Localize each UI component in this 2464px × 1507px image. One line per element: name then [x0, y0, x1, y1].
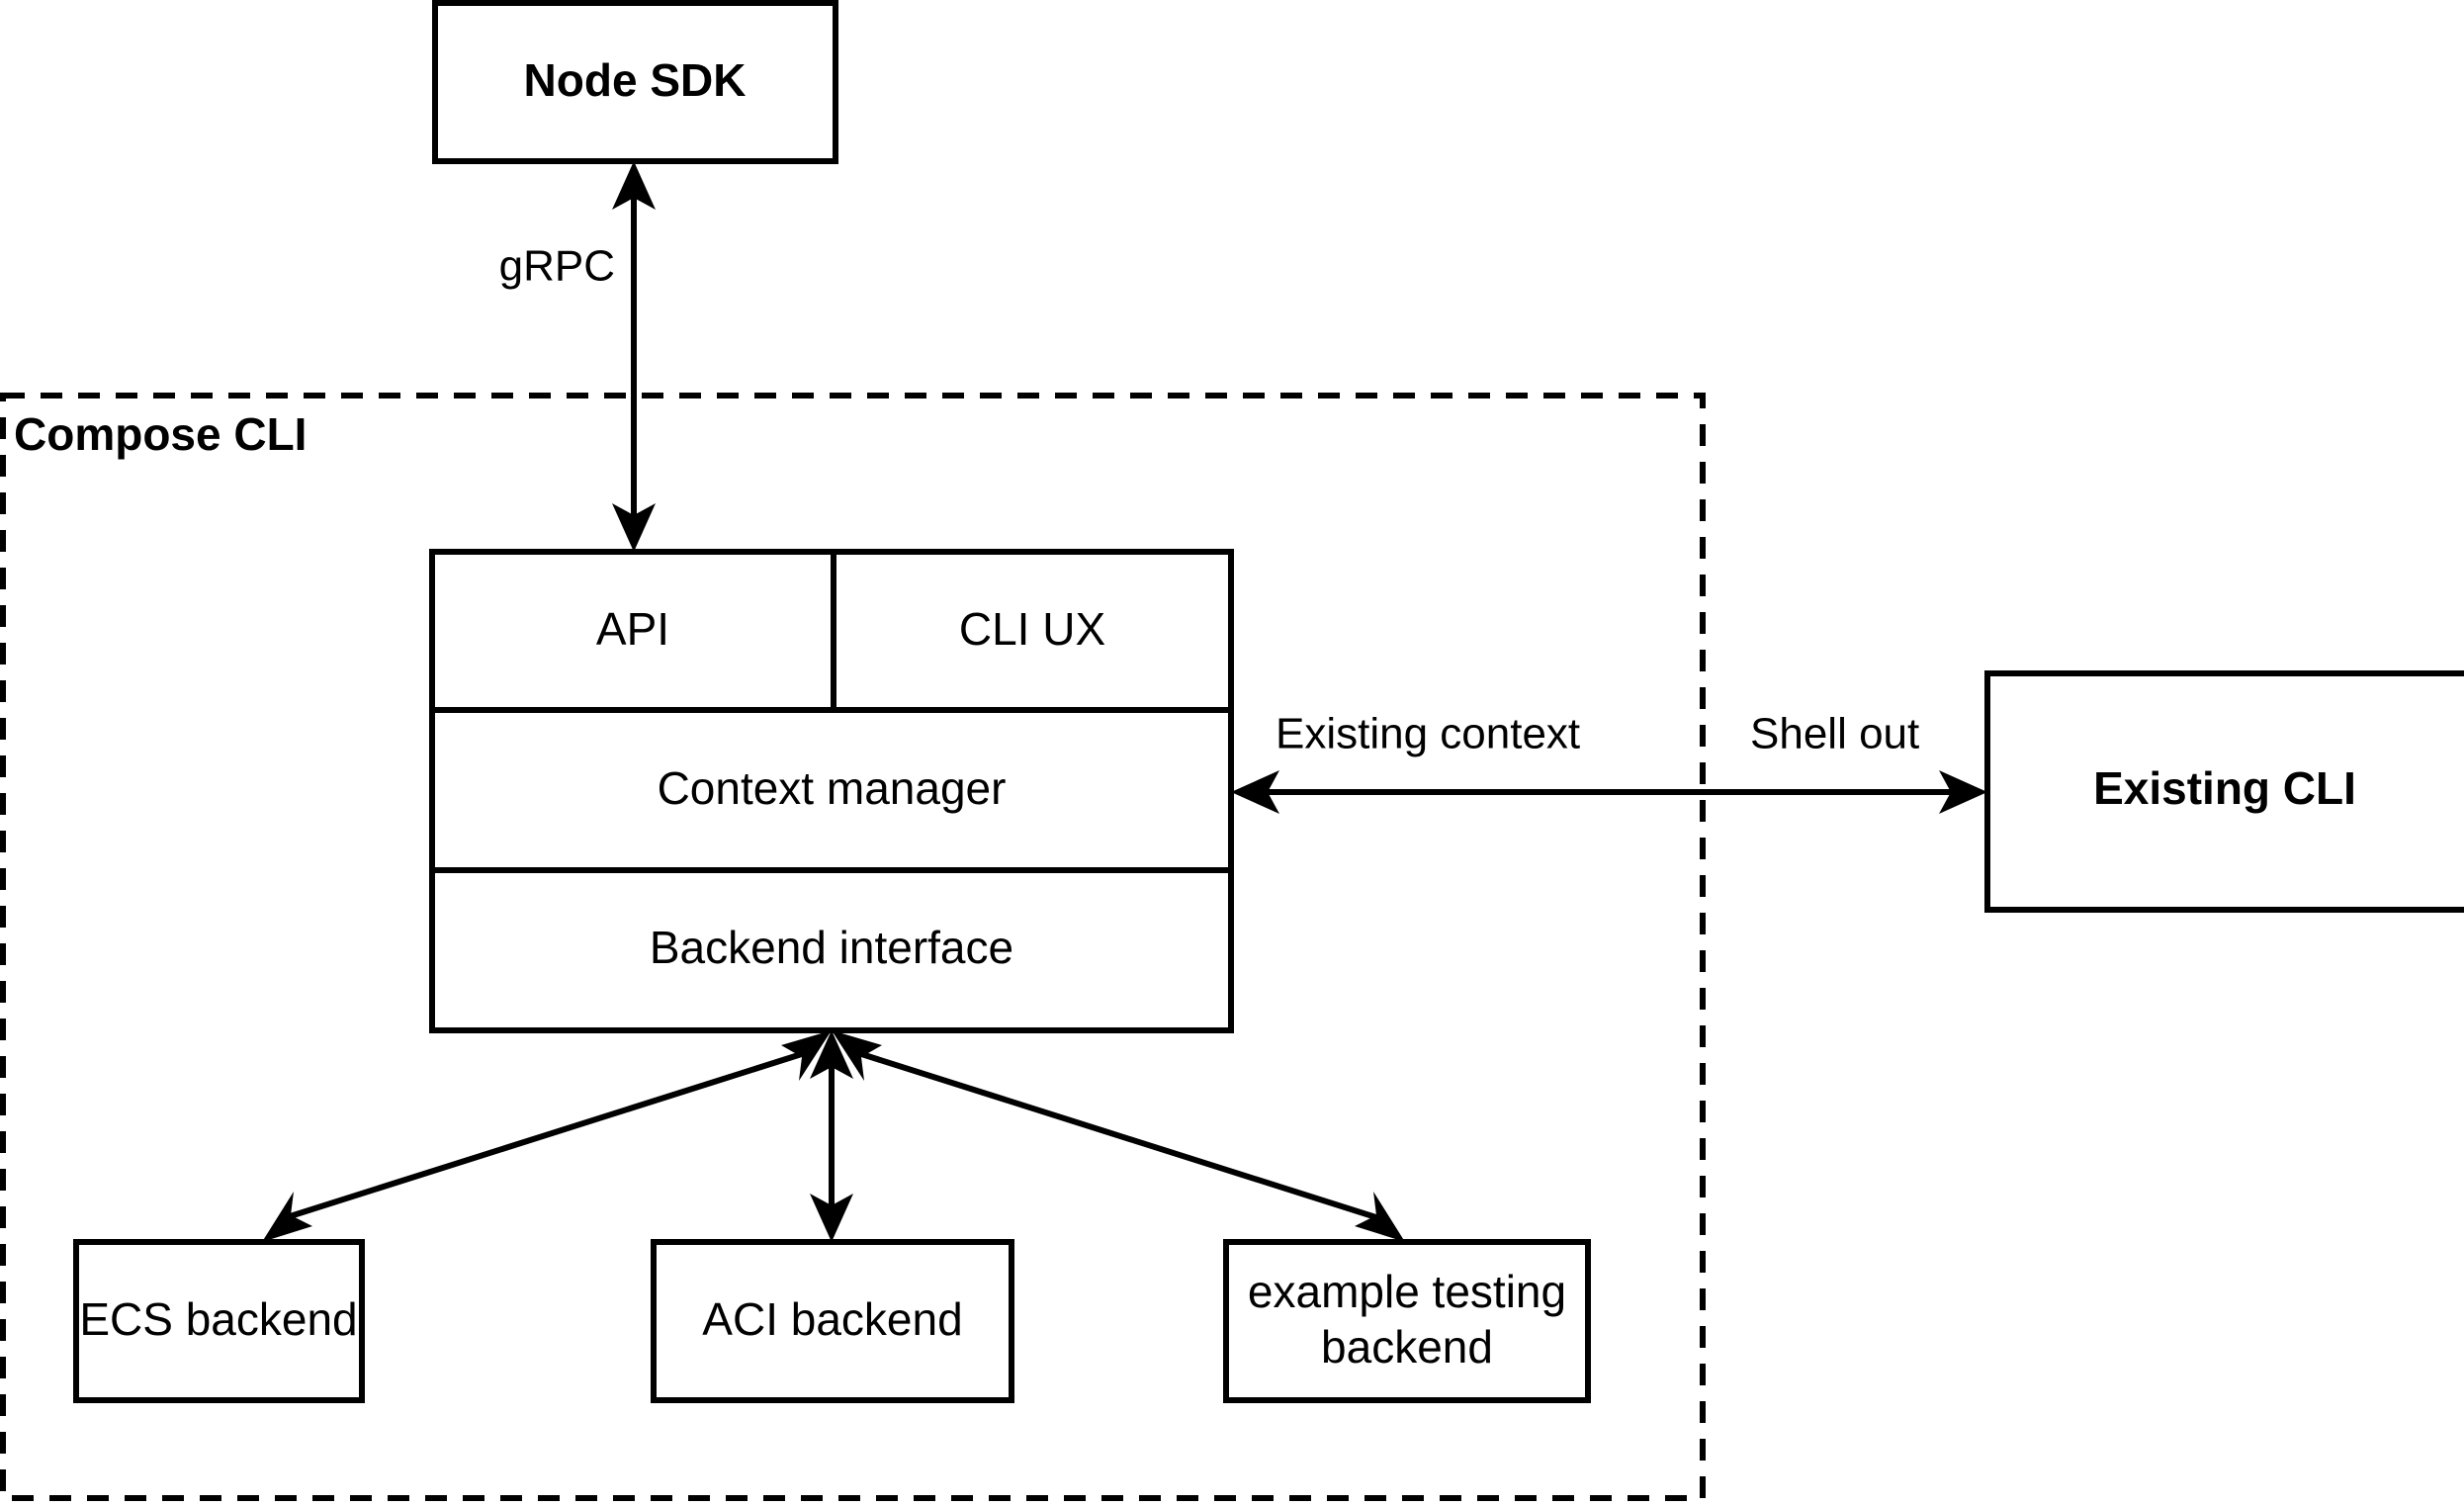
- aci-arrowhead-at-aci-box: [810, 1194, 853, 1242]
- grpc-arrowhead-down: [612, 503, 656, 552]
- existing-context-edge-label: Existing context: [1276, 710, 1580, 758]
- aci-arrowhead-at-backend-interface: [810, 1030, 853, 1079]
- shell-out-edge-label: Shell out: [1750, 710, 1919, 758]
- ecs-backend-box[interactable]: [73, 1239, 365, 1403]
- example-arrowhead-at-backend-interface: [832, 1030, 882, 1081]
- context-manager-label: Context manager: [658, 762, 1007, 814]
- shell-out-arrowhead-right: [1939, 770, 1987, 814]
- ecs-arrowhead-at-ecs-box: [262, 1192, 312, 1242]
- grpc-arrowhead-up: [612, 161, 656, 210]
- backend-to-ecs-edge-line: [283, 1049, 809, 1221]
- existing-cli-box[interactable]: [1984, 670, 2464, 913]
- aci-backend-label: ACI backend: [702, 1293, 962, 1345]
- grpc-edge-label: gRPC: [499, 242, 615, 291]
- compose-cli-group-boundary: [0, 393, 1706, 1501]
- existing-cli-label: Existing CLI: [2093, 762, 2356, 814]
- node-sdk-label: Node SDK: [524, 54, 747, 106]
- existing-context-arrowhead-left: [1231, 770, 1279, 814]
- node-sdk-box[interactable]: [432, 0, 838, 164]
- example-testing-backend-box[interactable]: [1223, 1239, 1591, 1403]
- backend-to-example-edge-line: [854, 1049, 1383, 1222]
- backend-interface-label: Backend interface: [650, 922, 1013, 973]
- ecs-arrowhead-at-backend-interface: [781, 1030, 832, 1081]
- ecs-backend-label: ECS backend: [79, 1293, 357, 1345]
- example-testing-backend-label-line1: example testing: [1248, 1266, 1566, 1317]
- compose-cli-group-label: Compose CLI: [14, 408, 307, 460]
- api-label: API: [596, 603, 669, 655]
- cli-ux-label: CLI UX: [959, 603, 1105, 655]
- example-arrowhead-at-example-box: [1355, 1192, 1405, 1242]
- aci-backend-box[interactable]: [651, 1239, 1014, 1403]
- example-testing-backend-label-line2: backend: [1321, 1321, 1493, 1373]
